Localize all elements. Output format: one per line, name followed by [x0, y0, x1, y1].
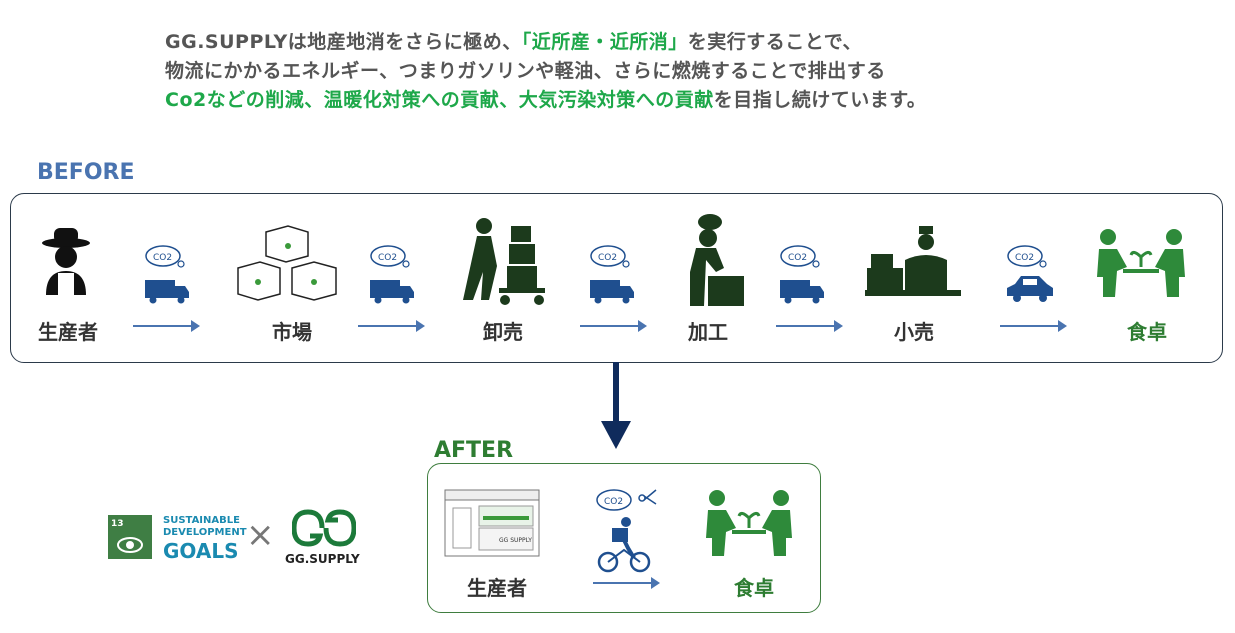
- intro-line1-b: を実行することで、: [687, 31, 862, 53]
- sdg-line2: DEVELOPMENT: [163, 527, 247, 538]
- gg-supply-brand: GG.SUPPLY: [285, 552, 360, 566]
- farm-unit-icon: GG SUPPLY: [444, 489, 540, 557]
- co2-text: CO2: [153, 253, 172, 263]
- flow-arrow: [1000, 320, 1067, 332]
- transition-arrow-head: [601, 421, 631, 449]
- co2-text: CO2: [604, 497, 623, 507]
- co2-car-icon: CO2: [1007, 245, 1053, 302]
- node-label-wholesale: 卸売: [483, 320, 523, 344]
- transition-arrow: [613, 362, 619, 424]
- farm-unit-brand: GG SUPPLY: [499, 537, 532, 544]
- co2-truck-icon: CO2: [590, 245, 634, 304]
- crates-icon: [237, 225, 337, 301]
- flow-arrow: [133, 320, 200, 332]
- gg-supply-logo-icon: [292, 509, 356, 547]
- sdg-line1: SUSTAINABLE: [163, 515, 240, 526]
- node-label-retail: 小売: [894, 320, 934, 344]
- dining-table-icon: [706, 490, 792, 556]
- after-node-label-producer: 生産者: [467, 576, 527, 600]
- flow-arrow: [776, 320, 843, 332]
- after-title: AFTER: [434, 438, 514, 463]
- co2-truck-icon: CO2: [145, 245, 189, 304]
- after-flow-box: [427, 463, 821, 613]
- node-label-table: 食卓: [1127, 320, 1167, 344]
- dining-table-icon: [1097, 229, 1185, 297]
- co2-text: CO2: [788, 253, 807, 263]
- hand-truck-icon: [463, 218, 545, 305]
- co2-truck-icon: CO2: [780, 245, 824, 304]
- co2-text: CO2: [378, 253, 397, 263]
- intro-text: GG.SUPPLYは地産地消をさらに極め、「近所産・近所消」を実行することで、 …: [165, 28, 926, 115]
- node-label-processing: 加工: [688, 320, 728, 344]
- co2-cut-bicycle-icon: CO2: [596, 489, 657, 573]
- sdg-goals: GOALS: [163, 539, 239, 563]
- before-title: BEFORE: [37, 160, 135, 185]
- sdg13-logo: 13: [108, 515, 152, 559]
- cashier-icon: [865, 226, 961, 296]
- co2-truck-icon: CO2: [370, 245, 414, 304]
- after-flow-arrow: [593, 577, 660, 589]
- intro-line3-b: を目指し続けています。: [713, 89, 927, 111]
- co2-text: CO2: [1015, 253, 1034, 263]
- intro-line3-highlight: Co2などの削減、温暖化対策への貢献、大気汚染対策への貢献: [165, 89, 714, 111]
- flow-arrow: [358, 320, 425, 332]
- after-node-label-table: 食卓: [734, 576, 774, 600]
- chef-icon: [690, 214, 744, 306]
- sdg-number: 13: [111, 519, 124, 529]
- flow-arrow: [580, 320, 647, 332]
- farmer-icon: [42, 228, 90, 295]
- sdg-wordmark: SUSTAINABLE DEVELOPMENT GOALS: [163, 515, 247, 563]
- node-label-market: 市場: [272, 320, 312, 344]
- node-label-producer: 生産者: [38, 320, 98, 344]
- times-symbol: ×: [246, 515, 275, 555]
- intro-line1-a: GG.SUPPLYは地産地消をさらに極め、: [165, 31, 522, 53]
- intro-line1-highlight: 「近所産・近所消」: [521, 31, 688, 53]
- co2-text: CO2: [598, 253, 617, 263]
- intro-line2: 物流にかかるエネルギー、つまりガソリンや軽油、さらに燃焼することで排出する: [165, 60, 886, 82]
